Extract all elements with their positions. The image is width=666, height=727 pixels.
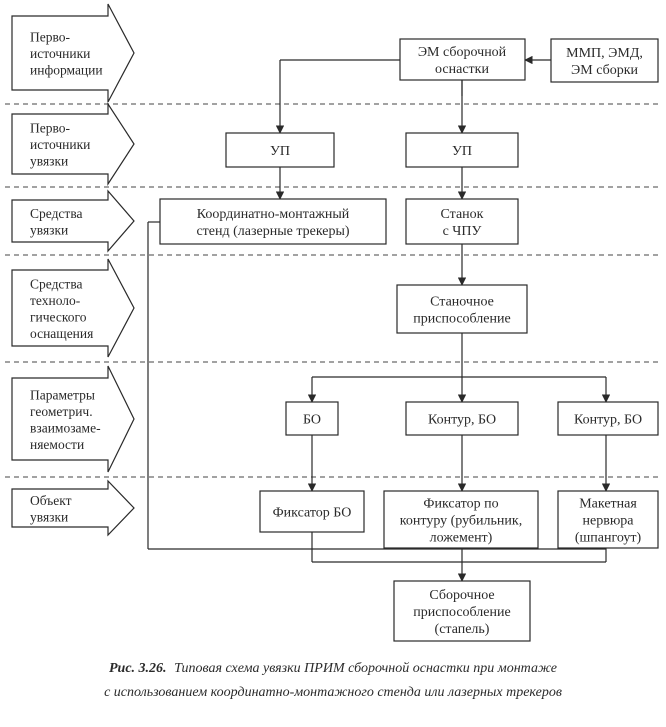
node-mmp-emd-em-line-0: ММП, ЭМД,	[566, 46, 643, 61]
node-mmp-emd-em: ММП, ЭМД, ЭМ сборки	[566, 46, 643, 78]
node-coordinate-stand-line-1: стенд (лазерные трекеры)	[196, 224, 349, 239]
node-mock-rib-line-1: нервюра	[583, 514, 635, 529]
level-arrow-tech-means	[11, 258, 135, 358]
node-labels: ЭМ сборочной оснастки ММП, ЭМД, ЭМ сборкиУП…	[196, 45, 642, 637]
node-contour-bo-2: Контур, БО	[574, 413, 642, 428]
level-lvl-link-object-line-1: увязки	[30, 509, 68, 524]
level-lvl-tech-means-line-2: гического	[30, 309, 87, 324]
level-separators	[5, 103, 662, 478]
level-lvl-geom-params-line-1: геометрич.	[30, 404, 93, 419]
node-up-left: УП	[270, 144, 290, 159]
node-cnc-machine: Станок с ЧПУ	[441, 207, 484, 239]
box-contour-bo-1	[405, 401, 519, 436]
caption-line-2: с использованием координатно-монтажного …	[104, 685, 562, 700]
node-mmp-emd-em-line-1: ЭМ сборки	[571, 63, 639, 78]
level-lvl-geom-params-line-2: взаимозаме-	[30, 420, 101, 435]
level-arrow-primary-link	[11, 101, 135, 187]
node-contour-fixator-line-0: Фиксатор по	[423, 497, 498, 512]
level-arrow-link-means	[11, 189, 135, 253]
box-contour-fixator	[383, 490, 539, 549]
level-lvl-tech-means-line-0: Средства	[30, 276, 83, 291]
box-assembly-fixture	[393, 580, 531, 642]
level-arrow-link-object	[11, 479, 135, 537]
level-lvl-primary-link: Перво-источники увязки	[30, 121, 90, 169]
box-contour-bo-2	[557, 401, 659, 436]
level-lvl-primary-info-line-1: источники	[30, 46, 90, 61]
caption-label: Рис. 3.26.	[109, 661, 167, 676]
node-assembly-fixture-line-0: Сборочное	[429, 588, 494, 603]
level-lvl-primary-link-line-1: источники	[30, 137, 90, 152]
node-assembly-fixture: Сборочное приспособление (стапель)	[413, 588, 510, 637]
node-up-left-line-0: УП	[270, 144, 290, 159]
node-contour-fixator-line-1: контуру (рубильник,	[400, 514, 522, 529]
caption-text-1: Типовая схема увязки ПРИМ сборочной осна…	[174, 661, 557, 676]
level-lvl-tech-means-line-3: оснащения	[30, 326, 93, 341]
node-boxes	[159, 38, 659, 642]
node-em-assembly-tooling: ЭМ сборочной оснастки	[418, 45, 507, 77]
level-lvl-geom-params-line-0: Параметры	[30, 387, 95, 402]
node-contour-bo-2-line-0: Контур, БО	[574, 413, 642, 428]
box-mock-rib	[557, 490, 659, 549]
level-lvl-primary-info-line-0: Перво-	[30, 30, 71, 45]
level-lvl-link-object-line-0: Объект	[30, 493, 72, 508]
node-coordinate-stand-line-0: Координатно-монтажный	[197, 207, 350, 222]
level-arrow-geom-params	[11, 365, 135, 473]
node-up-right-line-0: УП	[452, 144, 472, 159]
level-lvl-primary-link-line-2: увязки	[30, 154, 68, 169]
level-lvl-link-means-line-1: увязки	[30, 222, 68, 237]
node-contour-bo-1-line-0: Контур, БО	[428, 413, 496, 428]
node-up-right: УП	[452, 144, 472, 159]
level-lvl-tech-means-line-1: техноло-	[30, 293, 81, 308]
node-bo-line-0: БО	[303, 413, 321, 428]
level-lvl-primary-info: Перво-источники информации	[30, 30, 103, 78]
node-machine-fixture-line-0: Станочное	[430, 295, 494, 310]
level-lvl-primary-info-line-2: информации	[30, 63, 103, 78]
node-mock-rib-line-0: Макетная	[579, 497, 637, 512]
box-bo	[285, 401, 339, 436]
level-labels	[11, 3, 135, 537]
node-bo-fixator: Фиксатор БО	[273, 506, 352, 521]
node-em-assembly-tooling-line-1: оснастки	[435, 62, 489, 77]
node-mock-rib: Макетная нервюра (шпангоут)	[575, 497, 642, 546]
node-assembly-fixture-line-1: приспособление	[413, 605, 510, 620]
level-lvl-tech-means: Средства техноло-гического оснащения	[30, 276, 93, 341]
node-cnc-machine-line-1: с ЧПУ	[443, 224, 482, 239]
box-machine-fixture	[396, 284, 528, 334]
box-em-assembly-tooling	[399, 38, 526, 81]
box-up-right	[405, 132, 519, 168]
node-contour-fixator-line-2: ложемент)	[430, 531, 493, 546]
node-bo: БО	[303, 413, 321, 428]
level-lvl-link-means-line-0: Средства	[30, 206, 83, 221]
box-coordinate-stand	[159, 198, 387, 245]
level-lvl-primary-link-line-0: Перво-	[30, 121, 71, 136]
box-cnc-machine	[405, 198, 519, 245]
node-machine-fixture: Станочное приспособление	[413, 295, 510, 327]
level-lvl-geom-params-line-3: няемости	[30, 437, 84, 452]
node-mock-rib-line-2: (шпангоут)	[575, 531, 642, 546]
connectors	[147, 55, 611, 582]
level-arrow-primary-info	[11, 3, 135, 103]
level-lvl-geom-params: Параметры геометрич.взаимозаме-няемости	[30, 387, 101, 452]
node-bo-fixator-line-0: Фиксатор БО	[273, 506, 352, 521]
node-assembly-fixture-line-2: (стапель)	[435, 622, 490, 637]
caption-line-1: Рис. 3.26. Типовая схема увязки ПРИМ сбо…	[109, 661, 557, 676]
node-machine-fixture-line-1: приспособление	[413, 312, 510, 327]
node-cnc-machine-line-0: Станок	[441, 207, 484, 222]
box-up-left	[225, 132, 335, 168]
node-coordinate-stand: Координатно-монтажный стенд (лазерные тре…	[196, 207, 349, 239]
node-em-assembly-tooling-line-0: ЭМ сборочной	[418, 45, 507, 60]
node-contour-bo-1: Контур, БО	[428, 413, 496, 428]
node-contour-fixator: Фиксатор по контуру (рубильник, ложемент)	[400, 497, 522, 546]
box-mmp-emd-em	[550, 38, 659, 83]
box-bo-fixator	[259, 490, 365, 533]
figure-caption: Рис. 3.26. Типовая схема увязки ПРИМ сбо…	[104, 661, 562, 700]
